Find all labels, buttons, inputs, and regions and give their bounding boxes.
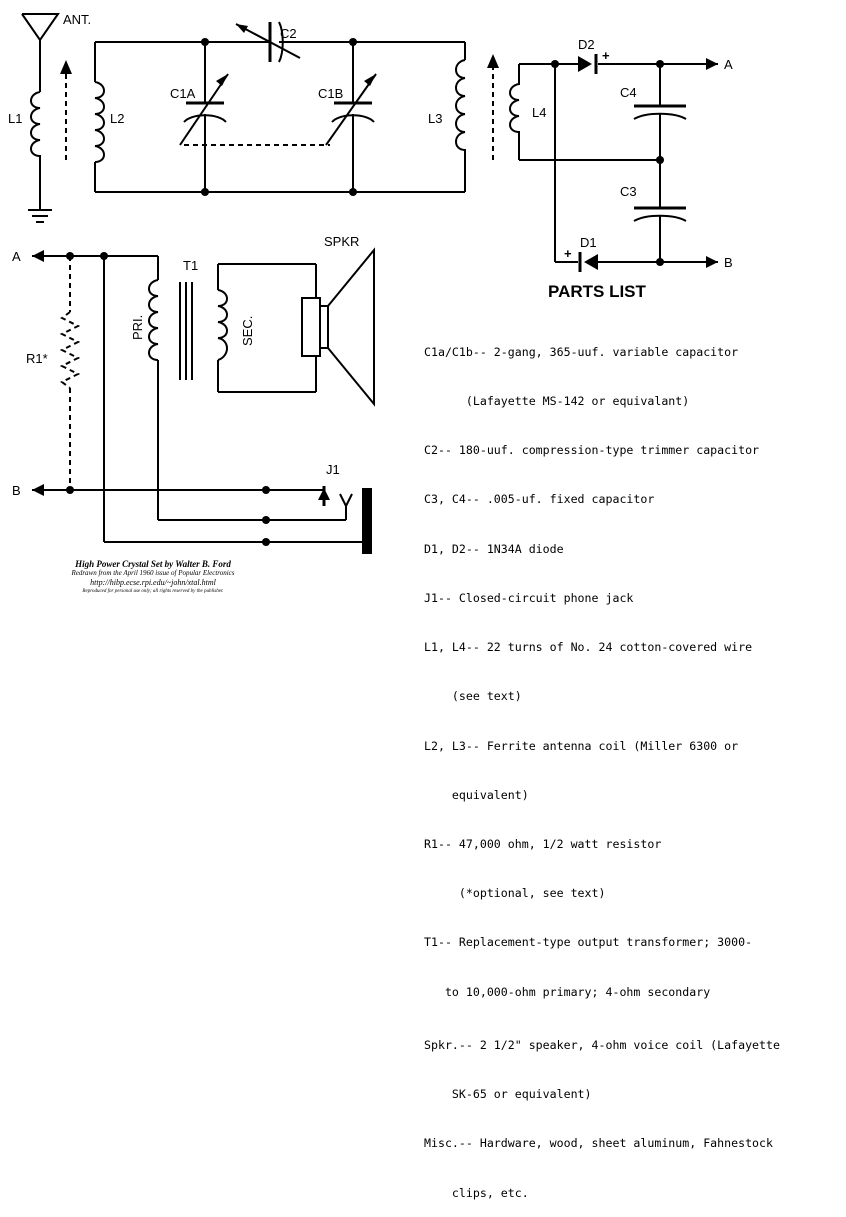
- c4-label: C4: [620, 85, 637, 100]
- d2-plus-label: +: [602, 48, 610, 63]
- secondary-label: SEC.: [240, 316, 255, 346]
- l2-label: L2: [110, 111, 124, 126]
- parts-line: L1, L4-- 22 turns of No. 24 cotton-cover…: [424, 640, 753, 655]
- credit-title: High Power Crystal Set by Walter B. Ford: [75, 559, 231, 569]
- d1-plus-label: +: [564, 246, 572, 261]
- c3-label: C3: [620, 184, 637, 199]
- ground-symbol: [28, 209, 52, 223]
- audio-wiring: [32, 255, 362, 543]
- j1-label: J1: [326, 462, 340, 477]
- capacitor-c3: [633, 206, 687, 222]
- parts-line: equivalent): [424, 787, 529, 802]
- parts-line: C2-- 180-uuf. compression-type trimmer c…: [424, 443, 760, 458]
- parts-list: C1a/C1b-- 2-gang, 365-uuf. variable capa…: [424, 311, 844, 1217]
- parts-line: clips, etc.: [424, 1185, 529, 1200]
- parts-list-title: PARTS LIST: [548, 282, 646, 301]
- parts-line: (see text): [424, 689, 522, 704]
- primary-label: PRI.: [130, 315, 145, 340]
- coil-l4: [509, 63, 660, 161]
- t1-label: T1: [183, 258, 198, 273]
- capacitor-c1b: [325, 73, 377, 146]
- coil-l1: [30, 91, 41, 210]
- antenna-label: ANT.: [63, 12, 91, 27]
- parts-line: (Lafayette MS-142 or equivalant): [424, 394, 690, 409]
- terminal-arrows-left: [32, 250, 44, 496]
- coupling-arrow-left: [60, 60, 72, 160]
- r1-label: R1*: [26, 351, 48, 366]
- terminal-b-label-left: B: [12, 483, 21, 498]
- coupling-arrow-right: [487, 54, 499, 160]
- coil-l2: [94, 81, 105, 163]
- credit-block: High Power Crystal Set by Walter B. Ford…: [48, 560, 258, 596]
- l3-label: L3: [428, 111, 442, 126]
- diode-d2: [578, 54, 598, 74]
- terminal-arrow-a-right: [706, 58, 718, 70]
- capacitor-c2: [235, 21, 301, 63]
- parts-line: C3, C4-- .005-uf. fixed capacitor: [424, 492, 655, 507]
- spkr-label: SPKR: [324, 234, 359, 249]
- diode-d1: [578, 252, 598, 272]
- parts-line: to 10,000-ohm primary; 4-ohm secondary: [424, 984, 711, 999]
- transformer-t1: [148, 279, 228, 380]
- l1-label: L1: [8, 111, 22, 126]
- junction-dots-tuned: [201, 38, 357, 196]
- jack-j1: [318, 486, 372, 554]
- terminal-arrow-b-right: [706, 256, 718, 268]
- terminal-a-label-right: A: [724, 57, 733, 72]
- parts-line: SK-65 or equivalent): [424, 1087, 592, 1102]
- parts-line: T1-- Replacement-type output transformer…: [424, 935, 753, 950]
- resistor-r1: [59, 256, 81, 490]
- capacitor-c1a: [179, 73, 229, 146]
- credit-source: Redrawn from the April 1960 issue of Pop…: [71, 569, 235, 577]
- l4-label: L4: [532, 105, 546, 120]
- capacitor-c4: [633, 104, 687, 120]
- parts-line: L2, L3-- Ferrite antenna coil (Miller 63…: [424, 738, 739, 753]
- antenna-symbol: [21, 13, 60, 92]
- d1-label: D1: [580, 235, 597, 250]
- crystal-set-schematic: ANT. L1 L2 L3: [8, 12, 733, 554]
- parts-line: D1, D2-- 1N34A diode: [424, 541, 564, 556]
- parts-line: Spkr.-- 2 1/2" speaker, 4-ohm voice coil…: [424, 1037, 780, 1052]
- tuned-circuit-wiring: [94, 41, 466, 193]
- d2-label: D2: [578, 37, 595, 52]
- coil-l3: [455, 59, 466, 162]
- parts-line: (*optional, see text): [424, 886, 606, 901]
- terminal-b-label-right: B: [724, 255, 733, 270]
- parts-line: R1-- 47,000 ohm, 1/2 watt resistor: [424, 837, 662, 851]
- c2-label: C2: [280, 26, 297, 41]
- credit-fineprint: Reproduced for personal use only; all ri…: [82, 589, 224, 594]
- c1a-label: C1A: [170, 86, 196, 101]
- c1b-label: C1B: [318, 86, 343, 101]
- junction-dots-detector: [551, 60, 664, 266]
- terminal-a-label-left: A: [12, 249, 21, 264]
- credit-url: http://hibp.ecse.rpi.edu/~john/xtal.html: [90, 578, 216, 587]
- speaker-spkr: [301, 247, 375, 407]
- parts-line: C1a/C1b-- 2-gang, 365-uuf. variable capa…: [424, 344, 739, 359]
- junction-dots-audio: [66, 252, 270, 546]
- parts-line: Misc.-- Hardware, wood, sheet aluminum, …: [424, 1136, 774, 1151]
- parts-line: J1-- Closed-circuit phone jack: [424, 590, 634, 605]
